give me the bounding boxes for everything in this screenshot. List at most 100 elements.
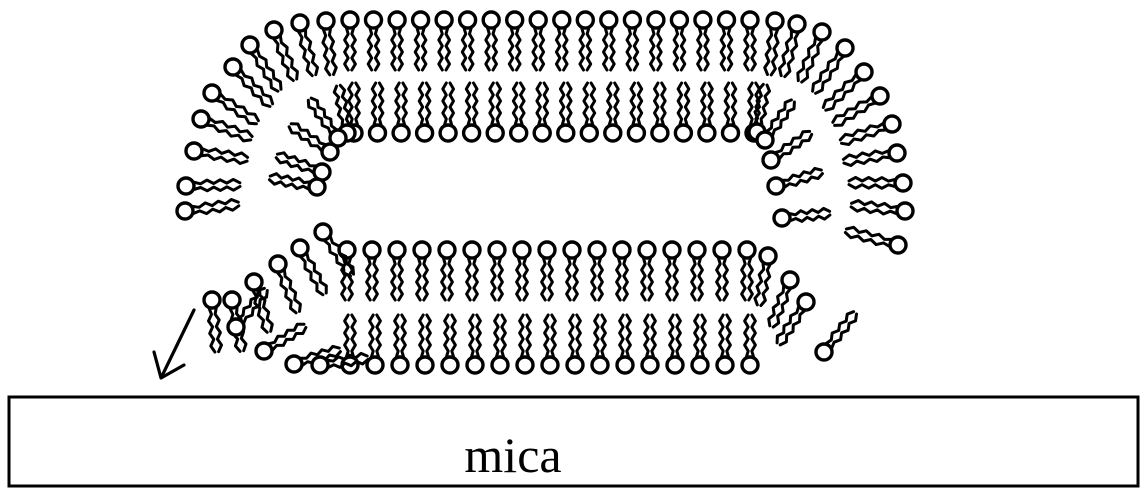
lipid-tail — [674, 258, 678, 300]
lipid-tail — [370, 315, 374, 357]
lipid-head — [414, 242, 430, 258]
lipid-head — [417, 357, 433, 373]
lipid-tail — [577, 315, 581, 357]
lipid-head — [577, 12, 593, 28]
lipid-head — [436, 12, 452, 28]
lipid-molecule — [639, 242, 655, 300]
lipid-molecule — [628, 83, 644, 141]
lipid-head — [178, 178, 194, 194]
lipid-head — [286, 356, 302, 372]
lipid-tail — [705, 28, 709, 70]
lipid-tail — [419, 83, 423, 125]
lipid-molecule — [742, 315, 758, 373]
lipid-tail — [849, 185, 895, 189]
lipid-head — [757, 132, 773, 148]
lipid-tail — [502, 315, 506, 357]
lipid-tail — [474, 83, 478, 125]
lipid-tail — [392, 28, 396, 70]
lipid-head — [367, 357, 383, 373]
lipid-tail — [467, 258, 471, 300]
lipid-head — [605, 125, 621, 141]
lipid-head — [467, 357, 483, 373]
lipid-head — [204, 85, 220, 101]
lipid-tail — [379, 83, 383, 125]
lipid-tail — [645, 315, 649, 357]
lipid-tail — [545, 315, 549, 357]
lipid-molecule — [742, 12, 758, 70]
lipid-head — [270, 256, 286, 272]
lipid-tail — [201, 155, 247, 164]
lipid-molecule — [542, 315, 558, 373]
lipid-head — [389, 12, 405, 28]
lipid-head — [242, 37, 258, 53]
lipid-molecule — [777, 294, 814, 345]
lipid-tail — [732, 83, 736, 125]
lipid-tail — [662, 83, 666, 125]
lipid-molecule — [845, 227, 906, 253]
lipid-tail — [698, 28, 702, 70]
lipid-tail — [492, 258, 496, 300]
lipid-molecule — [186, 143, 248, 164]
lipid-molecule — [467, 315, 483, 373]
lipid-tail — [462, 28, 466, 70]
lipid-tail — [367, 258, 371, 300]
lipid-molecule — [843, 145, 905, 166]
lipid-molecule — [614, 242, 630, 300]
lipid-tail — [595, 315, 599, 357]
lipid-molecule — [664, 242, 680, 300]
lipid-tail — [215, 308, 221, 352]
lipid-tail — [194, 187, 240, 191]
lipid-head — [530, 12, 546, 28]
lipid-head — [534, 125, 550, 141]
lipid-molecule — [489, 242, 505, 300]
lipid-molecule — [840, 116, 900, 145]
lipid-molecule — [699, 83, 715, 141]
lipid-molecule — [642, 315, 658, 373]
lipid-head — [671, 12, 687, 28]
lipid-molecule — [517, 315, 533, 373]
lipid-tail — [717, 258, 721, 300]
lipid-head — [872, 88, 888, 104]
lipid-tail — [334, 86, 343, 126]
lipid-tail — [752, 315, 756, 357]
lipid-molecule — [534, 83, 550, 141]
lipid-molecule — [648, 12, 664, 70]
lipid-molecule — [178, 178, 240, 194]
lipid-head — [689, 242, 705, 258]
lipid-tail — [470, 28, 474, 70]
lipid-molecule — [671, 12, 687, 70]
lipid-head — [312, 357, 328, 373]
lipid-molecule — [417, 83, 433, 141]
lipid-molecule — [464, 242, 480, 300]
lipid-tail — [549, 258, 553, 300]
lipid-head — [186, 143, 202, 159]
lipid-head — [464, 125, 480, 141]
lipid-tail — [670, 315, 674, 357]
lipid-tail — [677, 315, 681, 357]
lipid-tail — [257, 50, 281, 89]
lipid-head — [558, 125, 574, 141]
mica-substrate: mica — [9, 397, 1138, 486]
lipid-tail — [399, 28, 403, 70]
lipid-tail — [542, 258, 546, 300]
lipid-head — [517, 357, 533, 373]
lipid-tail — [652, 315, 656, 357]
lipid-tail — [624, 258, 628, 300]
lipid-head — [204, 292, 220, 308]
lipid-tail — [509, 28, 513, 70]
lipid-molecule — [675, 83, 691, 141]
lipid-tail — [721, 28, 725, 70]
lipid-molecule — [487, 83, 503, 141]
lipid-head — [318, 13, 334, 29]
lipid-head — [592, 357, 608, 373]
lipid-tail — [495, 315, 499, 357]
lipid-head — [542, 357, 558, 373]
lipid-tail — [470, 315, 474, 357]
lipid-head — [483, 12, 499, 28]
lipid-tail — [674, 28, 678, 70]
lipid-head — [814, 24, 830, 40]
lipid-head — [652, 125, 668, 141]
lipid-molecule — [652, 83, 668, 141]
lipid-tail — [655, 83, 659, 125]
lipid-molecule — [768, 168, 822, 194]
